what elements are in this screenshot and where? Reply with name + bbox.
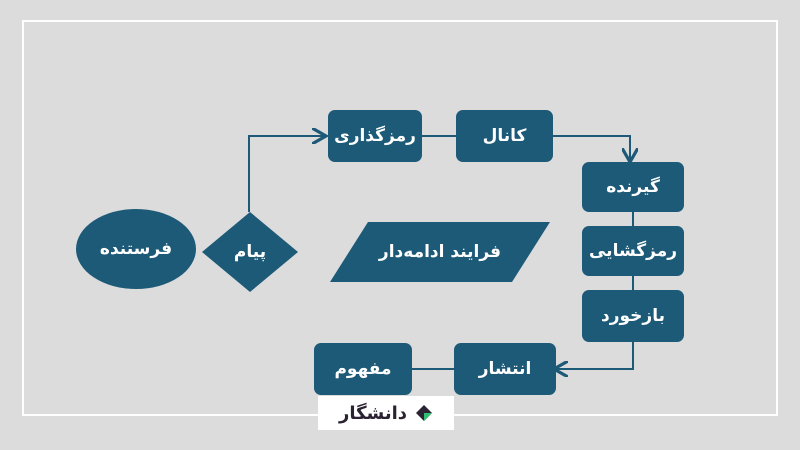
node-concept: مفهوم xyxy=(314,343,412,395)
brand-logo: دانشگار xyxy=(318,396,454,430)
node-encoding: رمزگذاری xyxy=(328,110,422,162)
node-feedback: بازخورد xyxy=(582,290,684,342)
arrow-channel-to-receiver xyxy=(553,135,630,160)
node-channel: کانال xyxy=(456,110,553,162)
node-receiver: گیرنده xyxy=(582,162,684,212)
node-sender: فرستنده xyxy=(76,209,196,289)
node-message-label: پیام xyxy=(233,242,267,262)
logo-diamond-icon xyxy=(416,405,433,421)
node-publish: انتشار xyxy=(454,343,556,395)
logo-text: دانشگار xyxy=(338,402,408,424)
node-message: پیام xyxy=(202,212,298,292)
diamond-shape xyxy=(202,212,298,292)
arrow-message-to-encoding xyxy=(248,136,324,212)
node-continuous-process-label: فرایند ادامه‌دار xyxy=(378,242,502,262)
node-decoding: رمزگشایی xyxy=(582,226,684,276)
arrow-feedback-to-publish xyxy=(556,342,634,369)
parallelogram-shape xyxy=(330,222,550,282)
node-continuous-process: فرایند ادامه‌دار xyxy=(330,222,550,282)
